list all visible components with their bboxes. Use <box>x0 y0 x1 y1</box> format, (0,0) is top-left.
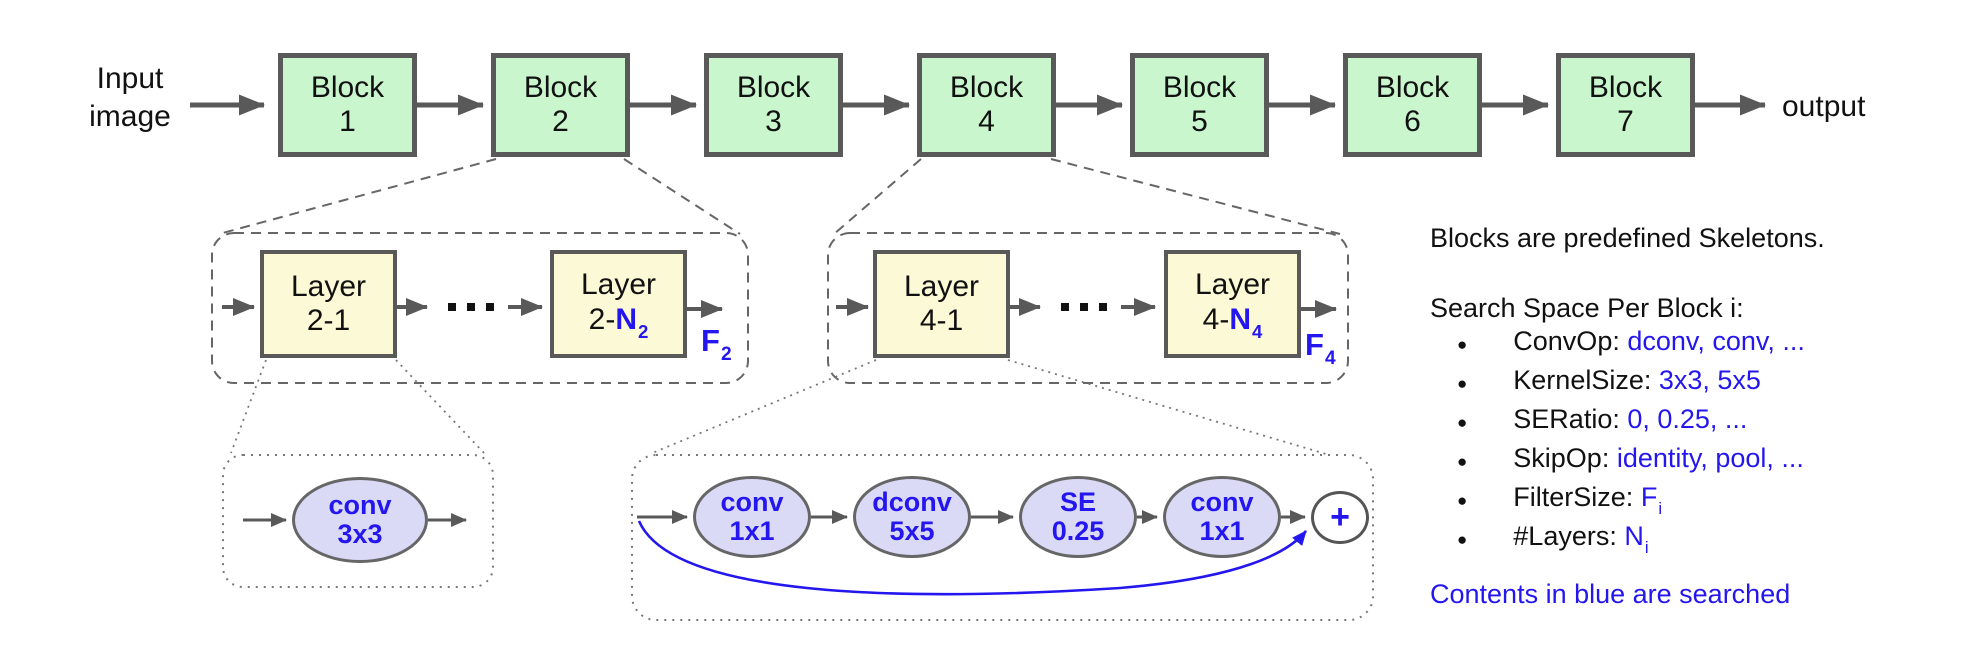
layer-4-1-box: Layer 4-1 <box>873 250 1010 358</box>
bullet-skipop: ● SkipOp: identity, pool, ... <box>1457 442 1805 484</box>
layer-detail-complex-container <box>631 454 1374 621</box>
panel-subtitle: Search Space Per Block i: <box>1430 293 1744 323</box>
bullet-convop: ● ConvOp: dconv, conv, ... <box>1457 325 1806 367</box>
bullet-dot-icon: ● <box>1457 530 1468 549</box>
panel-footer-note: Contents in blue are searched <box>1430 579 1791 609</box>
fan-layer4-1-right <box>1007 359 1327 455</box>
expansion-arrows <box>222 298 1337 318</box>
fan-block2-left <box>218 158 497 235</box>
filter-size-f4-label: F4 <box>1305 327 1336 370</box>
ellipsis-dots-block4 <box>1061 303 1107 311</box>
output-label: output <box>1782 90 1866 123</box>
op-conv1x1-last-ellipse: conv 1x1 <box>1163 476 1281 558</box>
op-conv3x3-ellipse: conv 3x3 <box>292 477 428 563</box>
panel-title: Blocks are predefined Skeletons. <box>1430 223 1825 253</box>
ellipsis-dots-block2 <box>448 303 494 311</box>
residual-add-node: + <box>1311 491 1369 544</box>
bullet-dot-icon: ● <box>1457 452 1468 471</box>
fan-block2-right <box>623 158 741 235</box>
bullet-dot-icon: ● <box>1457 413 1468 432</box>
skip-connection-curve <box>637 520 1308 596</box>
op-dconv5x5-ellipse: dconv 5x5 <box>853 476 971 558</box>
op-conv1x1-first-ellipse: conv 1x1 <box>693 476 811 558</box>
fan-block4-right <box>1050 158 1341 235</box>
block4-expansion-container <box>827 232 1349 384</box>
bullet-seratio: ● SERatio: 0, 0.25, ... <box>1457 403 1748 445</box>
block2-expansion-container <box>211 232 749 384</box>
fan-block4-left <box>833 158 922 235</box>
filter-size-f2-label: F2 <box>701 323 732 366</box>
layer-2-1-box: Layer 2-1 <box>260 250 397 358</box>
bullet-kernelsize: ● KernelSize: 3x3, 5x5 <box>1457 364 1762 406</box>
layer-2-n-box: Layer 2-N2 <box>550 250 687 358</box>
expansion-fan-lines <box>211 158 1349 384</box>
bullet-filtersize: ● FilterSize: Fi <box>1457 482 1663 519</box>
bullet-num-layers: ● #Layers: Ni <box>1457 521 1649 558</box>
detail-containers <box>222 454 1374 621</box>
fan-layer4-1-left <box>649 359 877 455</box>
bullet-dot-icon: ● <box>1457 374 1468 393</box>
bullet-dot-icon: ● <box>1457 491 1468 510</box>
op-se-ellipse: SE 0.25 <box>1019 476 1137 558</box>
fan-layer2-1-left <box>230 359 267 454</box>
fan-layer2-1-right <box>395 359 485 454</box>
bullet-dot-icon: ● <box>1457 335 1468 354</box>
input-image-label: Input image <box>89 62 171 133</box>
detail-fan-lines <box>230 359 1327 455</box>
layer-4-n-box: Layer 4-N4 <box>1164 250 1301 358</box>
